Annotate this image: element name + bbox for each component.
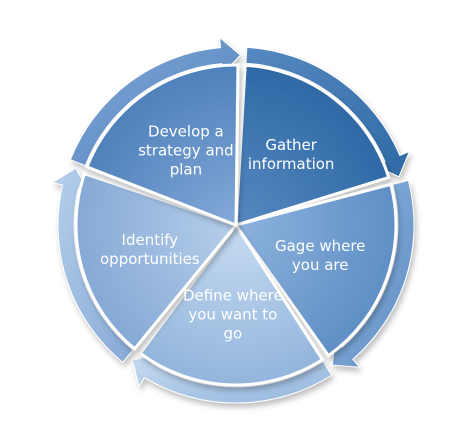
segment-label-line: Identify: [122, 231, 179, 249]
cycle-arrow-gather: [245, 46, 411, 178]
cycle-segment-define: [138, 222, 325, 387]
segment-label-line: opportunities: [100, 250, 200, 268]
cycle-segment-gather: [234, 63, 391, 228]
cycle-segment-develop: [84, 63, 240, 228]
segment-label-line: you are: [292, 256, 349, 274]
cycle-arrows: [51, 36, 415, 404]
segment-label-line: Define where: [183, 287, 283, 305]
cycle-segment-identify: [74, 171, 239, 351]
segment-label-line: plan: [170, 161, 202, 179]
cycle-wedges: [74, 63, 398, 387]
segment-label-line: Develop a: [148, 123, 224, 141]
segment-label-line: go: [224, 325, 243, 343]
segment-label-line: Gage where: [275, 237, 365, 255]
cycle-arrow-gage: [331, 179, 415, 368]
segment-label-line: you want to: [188, 306, 277, 324]
segment-label-line: strategy and: [138, 142, 234, 160]
segment-label-line: information: [248, 155, 335, 173]
cycle-segment-gage: [233, 182, 398, 358]
cycle-arrow-develop: [69, 36, 242, 167]
segment-label-line: Gather: [265, 136, 317, 154]
cycle-arrow-define: [131, 354, 333, 404]
cycle-arrow-identify: [51, 167, 134, 364]
